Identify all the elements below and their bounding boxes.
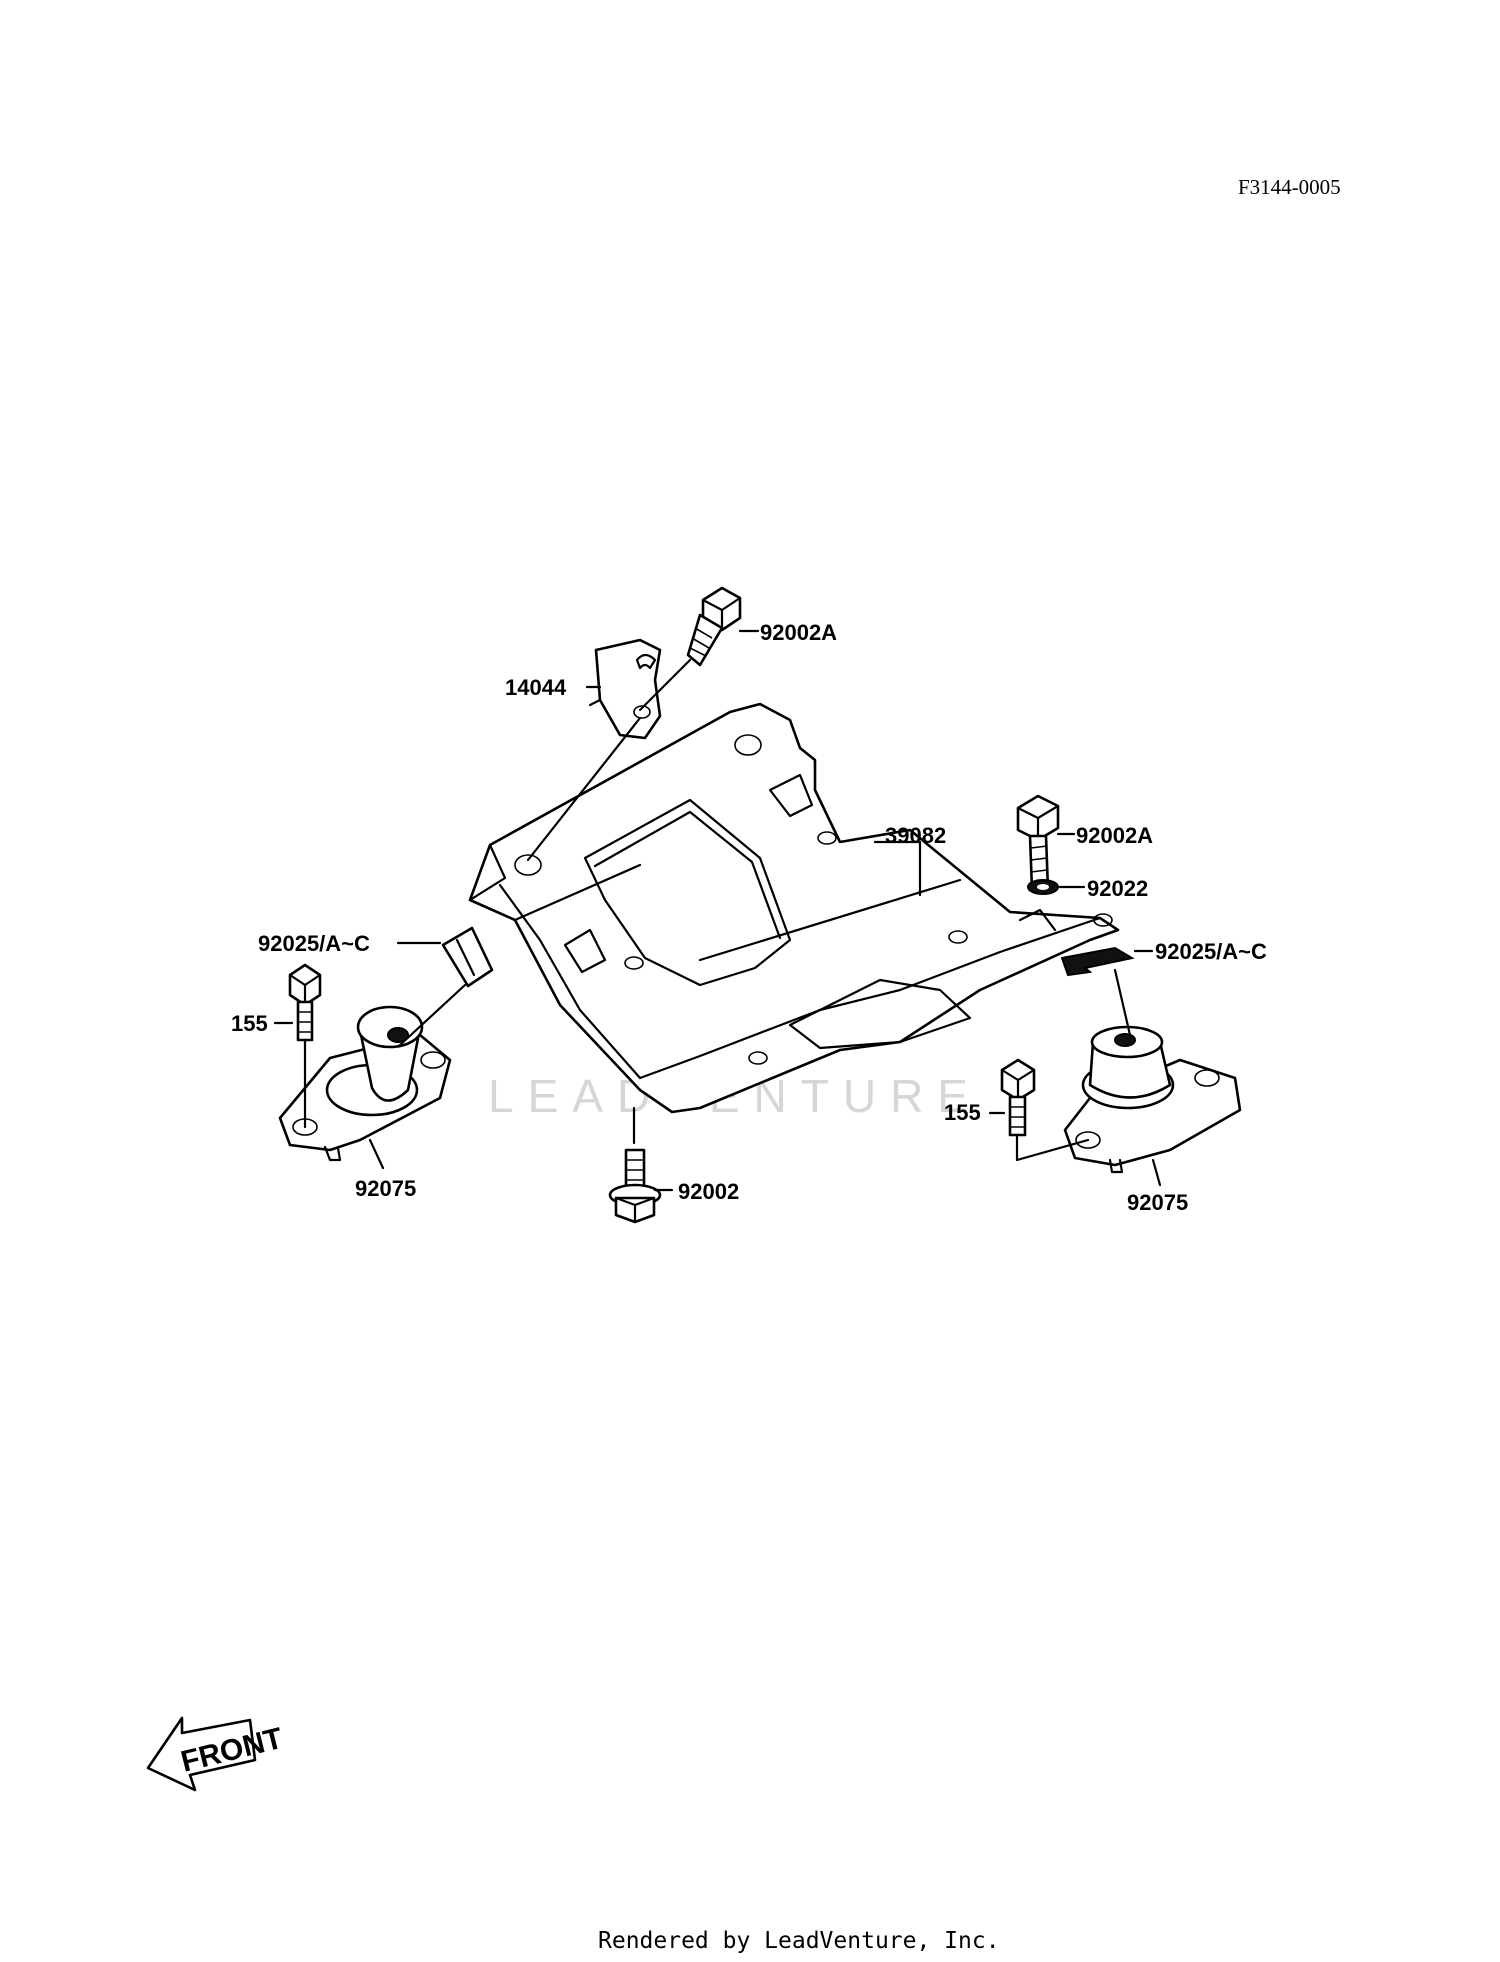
callout-92025-left: 92025/A~C [258, 931, 370, 956]
figure-code: F3144-0005 [1238, 175, 1341, 199]
bolt-155-left [288, 963, 322, 1042]
callout-14044: 14044 [505, 675, 567, 700]
bolt-92002a-top [686, 586, 742, 667]
callout-155-right: 155 [944, 1100, 981, 1125]
callout-92075-right: 92075 [1127, 1190, 1188, 1215]
footer-credit: Rendered by LeadVenture, Inc. [598, 1928, 1000, 1954]
skid-plate-39082 [468, 702, 1120, 1114]
callout-155-left: 155 [231, 1011, 268, 1036]
bolt-155-right [1000, 1058, 1036, 1137]
callout-92022: 92022 [1087, 876, 1148, 901]
clip-92025-right [1060, 946, 1135, 977]
leader-lines [273, 629, 1162, 1192]
front-direction-arrow: FRONT [146, 1716, 286, 1792]
callout-92002-bottom: 92002 [678, 1179, 739, 1204]
callout-39082: 39082 [885, 823, 946, 848]
callout-92075-left: 92075 [355, 1176, 416, 1201]
bolt-92002a-right [1016, 794, 1060, 892]
engine-mount-92075-left [278, 1005, 452, 1162]
clip-92025-left [441, 926, 494, 988]
bracket-14044 [588, 638, 662, 740]
bolt-92002-bottom [608, 1148, 662, 1224]
callout-92002a-top: 92002A [760, 620, 837, 645]
callout-92025-right: 92025/A~C [1155, 939, 1267, 964]
callout-92002a-right: 92002A [1076, 823, 1153, 848]
engine-mount-92075-right [1063, 1025, 1242, 1174]
washer-92022 [1027, 879, 1059, 895]
